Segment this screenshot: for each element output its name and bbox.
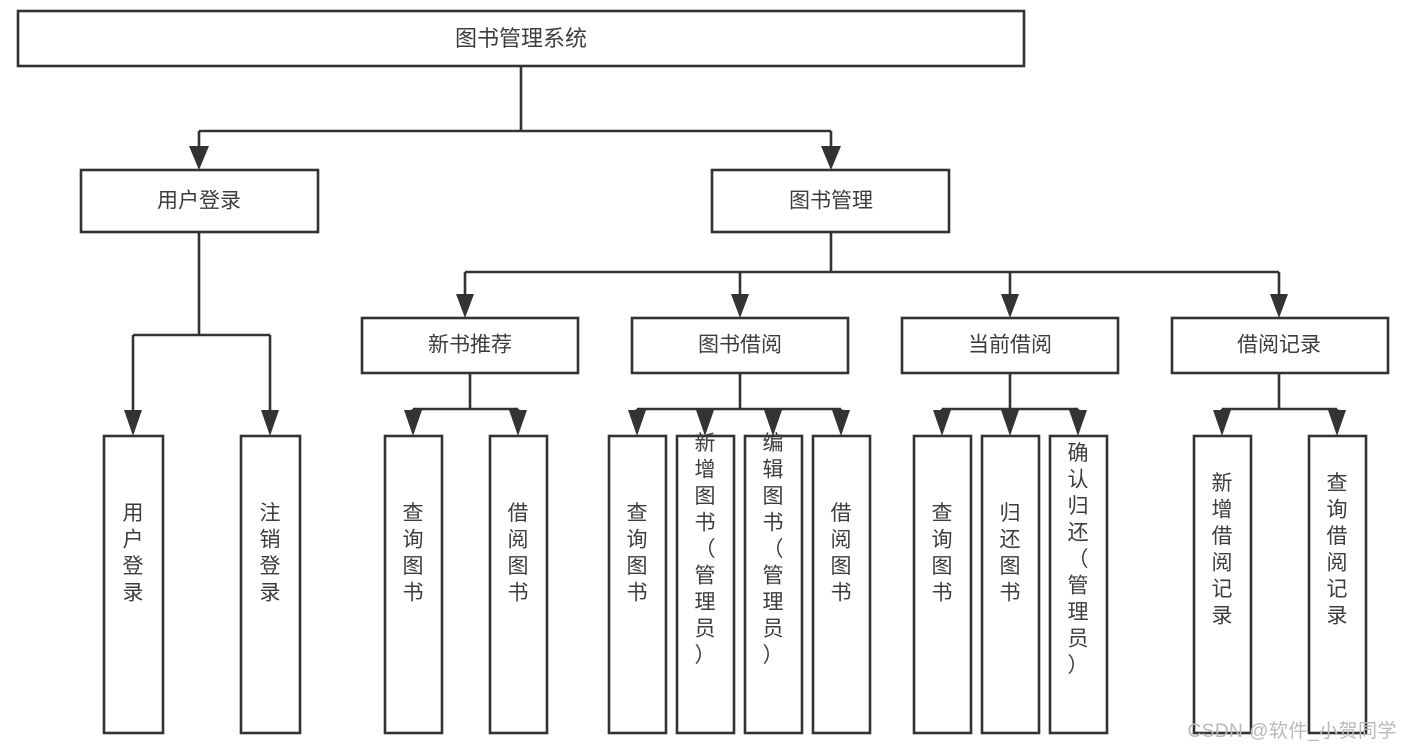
leaf-newbook-query-book-box[interactable]	[383, 434, 444, 735]
node-borrow-record[interactable]: 借阅记录	[1170, 316, 1390, 375]
arrowhead-current-leaf-3	[1069, 410, 1087, 436]
arrowhead-newbook	[456, 294, 474, 318]
leaf-newbook-query-book[interactable]: 查询图书	[383, 434, 444, 735]
leaf-record-query-box[interactable]	[1307, 434, 1368, 735]
arrowhead-newbook-leaf-1	[404, 410, 422, 436]
leaf-current-return-book-box[interactable]	[980, 434, 1041, 735]
node-user-login-label: 用户登录	[157, 190, 241, 213]
node-user-login[interactable]: 用户登录	[79, 168, 320, 234]
leaf-borrow-add-book-box[interactable]	[675, 434, 736, 735]
arrowhead-user-login	[189, 146, 209, 170]
arrowhead-book-manage	[821, 146, 841, 170]
leaf-record-add-label: 新增借阅记录	[1212, 472, 1233, 628]
arrowhead-borrow	[731, 294, 749, 318]
leaf-record-add[interactable]: 新增借阅记录	[1192, 434, 1253, 735]
leaf-borrow-query-book-label: 查询图书	[627, 502, 648, 605]
leaf-current-query-book[interactable]: 查询图书	[912, 434, 973, 735]
leaf-record-query[interactable]: 查询借阅记录	[1307, 434, 1368, 735]
node-current-borrow-box[interactable]	[900, 316, 1120, 375]
leaf-record-add-box[interactable]	[1192, 434, 1253, 735]
leaf-borrow-edit-book-box[interactable]	[743, 434, 804, 735]
node-book-borrow[interactable]: 图书借阅	[630, 316, 850, 375]
leaf-logout-box[interactable]	[239, 434, 302, 735]
leaf-user-login[interactable]: 用户登录	[102, 434, 165, 735]
node-root[interactable]: 图书管理系统	[16, 9, 1026, 68]
arrowhead-borrow-leaf-4	[832, 410, 850, 436]
leaf-borrow-add-book[interactable]: 新增图书（管理员）	[675, 432, 736, 735]
arrowhead-newbook-leaf-2	[509, 410, 527, 436]
leaf-record-query-label: 查询借阅记录	[1327, 472, 1348, 628]
node-book-manage[interactable]: 图书管理	[710, 168, 951, 234]
arrowhead-borrow-leaf-3	[764, 410, 782, 436]
leaf-newbook-borrow-book[interactable]: 借阅图书	[488, 434, 549, 735]
leaf-borrow-add-book-label: 新增图书（管理员）	[695, 432, 716, 667]
leaf-borrow-edit-book[interactable]: 编辑图书（管理员）	[743, 432, 804, 735]
leaf-borrow-borrow-book-label: 借阅图书	[831, 502, 852, 605]
arrowhead-current-leaf-2	[1001, 410, 1019, 436]
node-borrow-record-box[interactable]	[1170, 316, 1390, 375]
node-current-borrow[interactable]: 当前借阅	[900, 316, 1120, 375]
leaf-current-confirm-return-box[interactable]	[1048, 434, 1109, 735]
leaf-current-confirm-return-label: 确认归还（管理员）	[1068, 442, 1089, 677]
node-book-borrow-box[interactable]	[630, 316, 850, 375]
csdn-watermark: CSDN @软件_小贺同学	[1187, 721, 1397, 742]
leaf-current-return-book[interactable]: 归还图书	[980, 434, 1041, 735]
arrowhead-borrow-leaf-2	[696, 410, 714, 436]
node-new-book-recommend-box[interactable]	[360, 316, 580, 375]
arrowhead-record-leaf-1	[1213, 410, 1231, 436]
leaf-borrow-query-book-box[interactable]	[607, 434, 668, 735]
leaf-borrow-query-book[interactable]: 查询图书	[607, 434, 668, 735]
arrowhead-current	[1001, 294, 1019, 318]
node-root-label: 图书管理系统	[455, 26, 587, 51]
node-borrow-record-label: 借阅记录	[1237, 334, 1321, 357]
node-root-box[interactable]	[16, 9, 1026, 68]
arrowhead-borrow-leaf-1	[628, 410, 646, 436]
leaf-logout-label: 注销登录	[260, 502, 281, 605]
arrowhead-record	[1270, 294, 1288, 318]
leaf-logout[interactable]: 注销登录	[239, 434, 302, 735]
leaf-current-query-book-label: 查询图书	[932, 502, 953, 605]
node-new-book-recommend[interactable]: 新书推荐	[360, 316, 580, 375]
leaf-newbook-query-book-label: 查询图书	[403, 502, 424, 605]
leaf-current-query-book-box[interactable]	[912, 434, 973, 735]
node-current-borrow-label: 当前借阅	[968, 334, 1052, 357]
node-new-book-recommend-label: 新书推荐	[428, 334, 512, 357]
leaf-newbook-borrow-book-box[interactable]	[488, 434, 549, 735]
node-book-manage-box[interactable]	[710, 168, 951, 234]
connector-group	[124, 66, 1346, 436]
arrowhead-leaf-user-login	[124, 410, 142, 436]
leaf-user-login-label: 用户登录	[123, 502, 144, 605]
arrowhead-record-leaf-2	[1328, 410, 1346, 436]
leaf-current-confirm-return[interactable]: 确认归还（管理员）	[1048, 434, 1109, 735]
leaf-borrow-borrow-book-box[interactable]	[811, 434, 872, 735]
leaf-user-login-box[interactable]	[102, 434, 165, 735]
leaf-borrow-edit-book-label: 编辑图书（管理员）	[763, 432, 784, 667]
leaf-current-return-book-label: 归还图书	[1000, 502, 1021, 605]
node-user-login-box[interactable]	[79, 168, 320, 234]
arrowhead-current-leaf-1	[933, 410, 951, 436]
node-book-manage-label: 图书管理	[789, 190, 873, 213]
arrowhead-leaf-logout	[261, 410, 279, 436]
leaf-newbook-borrow-book-label: 借阅图书	[508, 502, 529, 605]
node-book-borrow-label: 图书借阅	[698, 334, 782, 357]
leaf-borrow-borrow-book[interactable]: 借阅图书	[811, 434, 872, 735]
